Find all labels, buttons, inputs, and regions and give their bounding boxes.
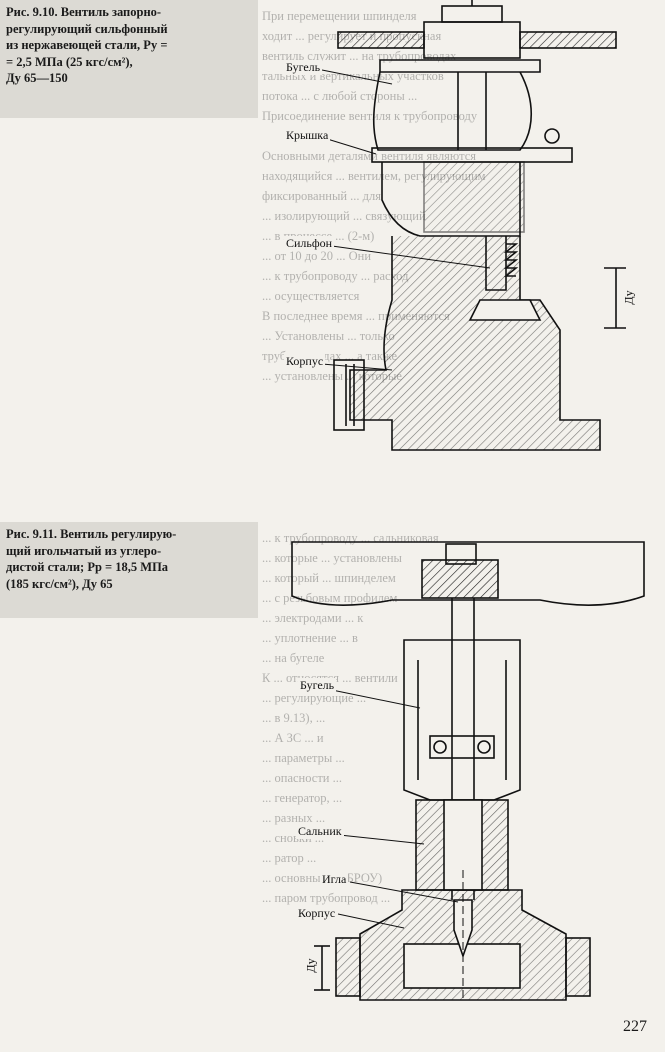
body-text-line: ... параметры ... bbox=[262, 751, 345, 765]
label-salnik: Сальник bbox=[296, 824, 344, 839]
body-text-line: ... опасности ... bbox=[262, 771, 342, 785]
caption-line: дистой стали; Pp = 18,5 МПа bbox=[6, 560, 169, 574]
body-text-line: При перемещении шпинделя bbox=[262, 9, 417, 23]
body-text-line: фиксированный ... для bbox=[262, 189, 382, 203]
page-number: 227 bbox=[623, 1018, 647, 1035]
body-text-line: ... Установлены ... только bbox=[262, 329, 395, 343]
body-text-line: ... ратор ... bbox=[262, 851, 317, 865]
body-text-line: ... электродами ... к bbox=[262, 611, 364, 625]
body-text-line: ... генератор, ... bbox=[262, 791, 343, 805]
body-text-line: ... в 9.13), ... bbox=[262, 711, 326, 725]
body-text-line: Основными деталями вентиля являются bbox=[262, 149, 477, 163]
label-kryshka: Крышка bbox=[284, 128, 331, 143]
body-text-line: ... от 10 до 20 ... Они bbox=[262, 249, 372, 263]
body-text-line: ... к трубопроводу ... расход bbox=[262, 269, 409, 283]
label-silfon: Сильфон bbox=[284, 236, 335, 251]
label-bugel: Бугель bbox=[284, 60, 323, 75]
caption-line: регулирующий сильфонный bbox=[6, 21, 168, 36]
body-text-line: ... который ... шпинделем bbox=[262, 571, 396, 585]
caption-line: Рис. 9.10. Вентиль запорно- bbox=[6, 5, 162, 19]
body-text-line: Присоединение вентиля к трубопроводу bbox=[262, 109, 478, 123]
body-text-line: ... уплотнение ... в bbox=[262, 631, 358, 645]
body-text-line: ... А ЗС ... и bbox=[262, 731, 324, 745]
bellows-valve-drawing bbox=[321, 0, 626, 451]
label-korpus: Корпус bbox=[284, 354, 326, 369]
body-text-line: ... на бугеле bbox=[262, 651, 325, 665]
body-text-line: ... паром трубопровод ... bbox=[262, 891, 391, 905]
caption-line: из нержавеющей стали, Py = bbox=[6, 38, 168, 52]
caption-line: = 2,5 МПа (25 кгс/см²), bbox=[6, 54, 133, 69]
label-du: Ду bbox=[621, 288, 637, 307]
body-text-line: ... регулирующие ... bbox=[262, 691, 367, 705]
body-text-line: ... разных ... bbox=[262, 811, 326, 825]
body-text-line: ... с резьбовым профилем bbox=[262, 591, 398, 605]
body-text-bottom: ... к трубопроводу ... сальниковая... ко… bbox=[262, 528, 662, 998]
needle-valve-drawing bbox=[291, 541, 645, 1001]
caption-line: Рис. 9.11. Вентиль регулирую- bbox=[6, 527, 177, 541]
label-bugel: Бугель bbox=[298, 678, 337, 693]
body-text-line: ... изолирующий ... связующий bbox=[262, 209, 426, 223]
label-du: Ду bbox=[303, 956, 319, 975]
caption-line: (185 кгс/см²), Ду 65 bbox=[6, 576, 113, 591]
body-text-line: потока ... с любой стороны ... bbox=[262, 89, 418, 103]
label-korpus: Корпус bbox=[296, 906, 338, 921]
caption-line: Ду 65—150 bbox=[6, 71, 68, 85]
body-text-line: ... которые ... установлены bbox=[262, 551, 402, 565]
figure-1-caption: Рис. 9.10. Вентиль запорно- регулирующий… bbox=[0, 0, 258, 118]
label-igla: Игла bbox=[320, 872, 349, 887]
body-text-line: ... осуществляется bbox=[262, 289, 360, 303]
figure-2-caption: Рис. 9.11. Вентиль регулирую- щий игольч… bbox=[0, 522, 258, 618]
caption-line: щий игольчатый из углеро- bbox=[6, 543, 162, 558]
